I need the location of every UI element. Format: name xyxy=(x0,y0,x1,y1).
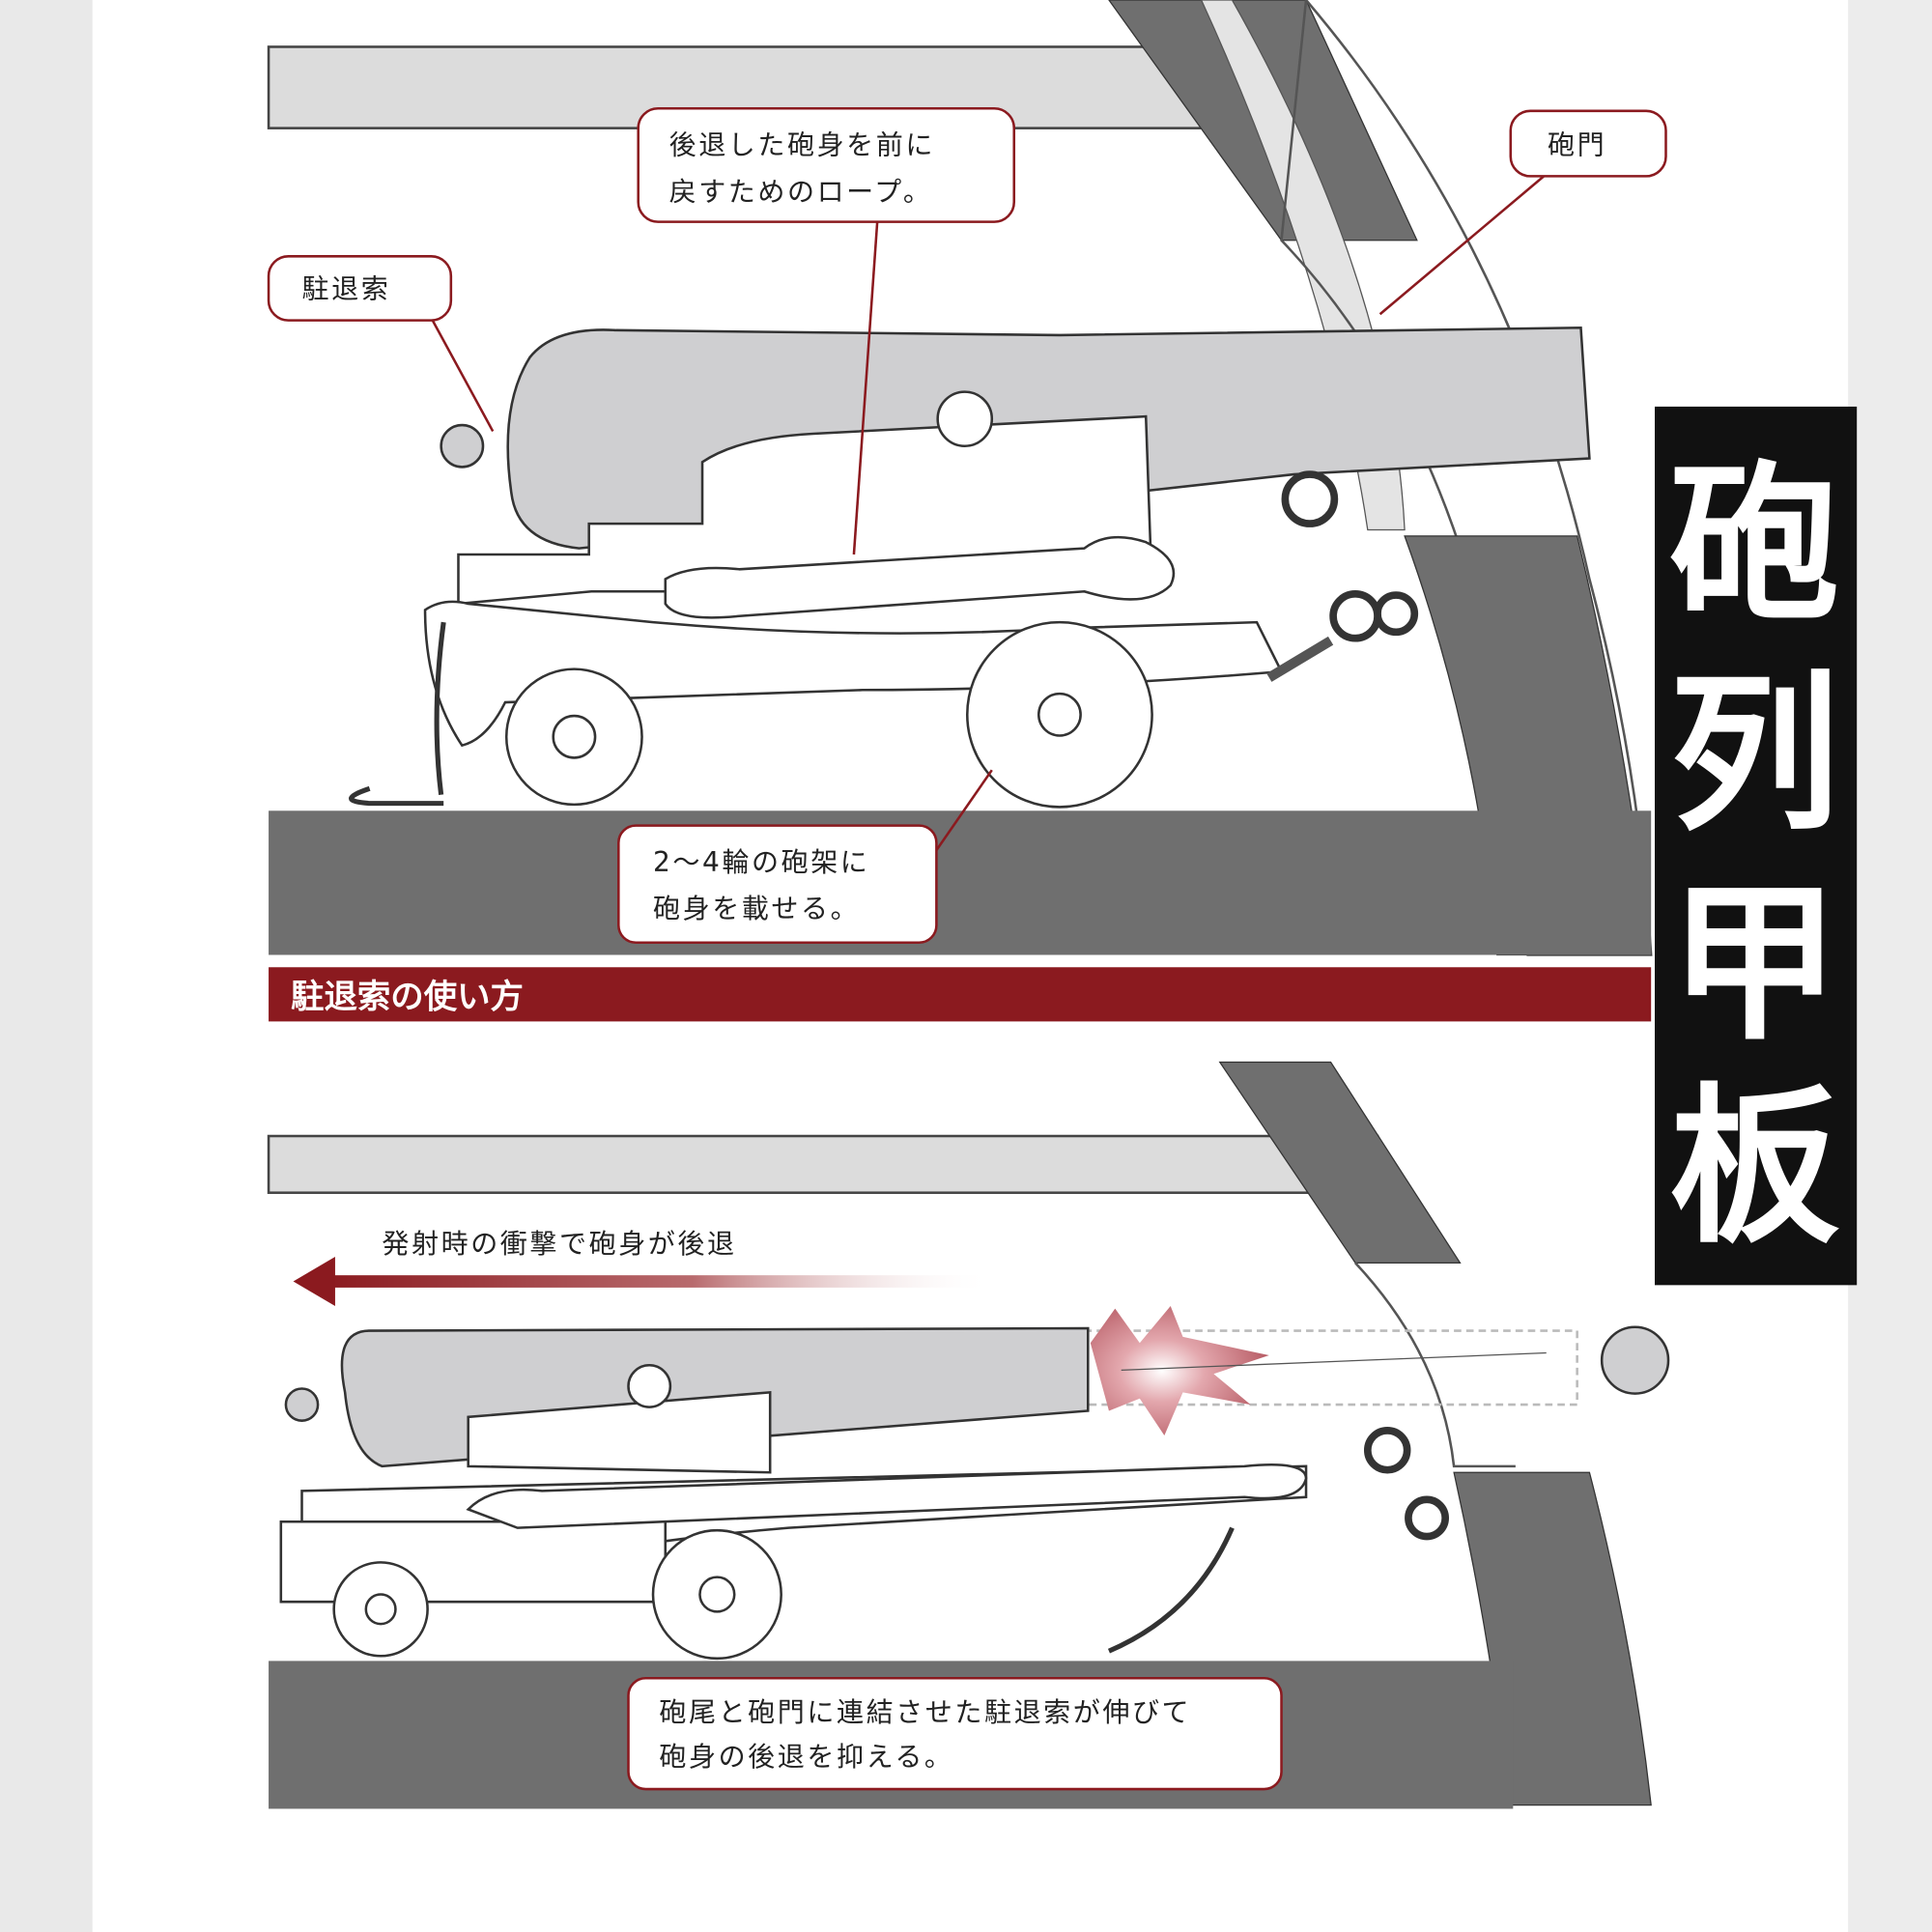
callout-carriage-line1: 2〜4輪の砲架に xyxy=(653,846,869,878)
callout-rope-line2: 戻すためのロープ。 xyxy=(669,176,933,208)
title-char-4: 板 xyxy=(1669,1068,1839,1266)
section-header: 駐退索の使い方 xyxy=(291,978,524,1016)
callout-restraint-line1: 砲尾と砲門に連結させた駐退索が伸びて xyxy=(659,1696,1191,1728)
callout-restraint: 砲尾と砲門に連結させた駐退索が伸びて 砲身の後退を抑える。 xyxy=(627,1676,1283,1791)
recoil-arrow xyxy=(293,1257,992,1307)
bottom-panel: 発射時の衝撃で砲身が後退 砲尾と砲門に連結させた駐退索が伸びて 砲身の後退を抑え… xyxy=(267,1061,1670,1809)
callout-rope: 後退した砲身を前に 戻すためのロープ。 xyxy=(637,106,1016,555)
recoil-label: 発射時の衝撃で砲身が後退 xyxy=(382,1228,736,1260)
callout-carriage-line2: 砲身を載せる。 xyxy=(653,893,860,924)
left-margin xyxy=(0,0,93,1932)
cannon-bottom xyxy=(279,1326,1578,1661)
callout-restraint-line2: 砲身の後退を抑える。 xyxy=(659,1741,953,1773)
right-margin xyxy=(1848,0,1932,1932)
callout-gunport: 砲門 xyxy=(1378,109,1667,316)
callout-rope-line1: 後退した砲身を前に xyxy=(669,128,935,160)
cannonball xyxy=(1600,1325,1670,1395)
callout-breeching-text: 駐退索 xyxy=(302,273,391,305)
callout-carriage: 2〜4輪の砲架に 砲身を載せる。 xyxy=(617,769,993,945)
section-header-band xyxy=(269,967,1652,1022)
top-panel: 後退した砲身を前に 戻すためのロープ。 駐退索 砲門 2〜4輪の砲架に 砲身を載… xyxy=(267,0,1667,956)
muzzle-blast xyxy=(1090,1306,1547,1435)
callout-gunport-text: 砲門 xyxy=(1548,128,1606,160)
ceiling-beam xyxy=(267,1134,1379,1194)
vertical-title-label: 砲 列 甲 板 xyxy=(1655,406,1858,1286)
title-char-3: 甲 xyxy=(1669,866,1839,1064)
deck-floor xyxy=(269,810,1652,955)
hull-upper xyxy=(1218,1061,1462,1264)
title-char-1: 砲 xyxy=(1669,446,1839,644)
cannon-top xyxy=(348,326,1591,809)
title-char-2: 列 xyxy=(1669,656,1839,854)
callout-breeching-rope: 駐退索 xyxy=(267,255,495,433)
